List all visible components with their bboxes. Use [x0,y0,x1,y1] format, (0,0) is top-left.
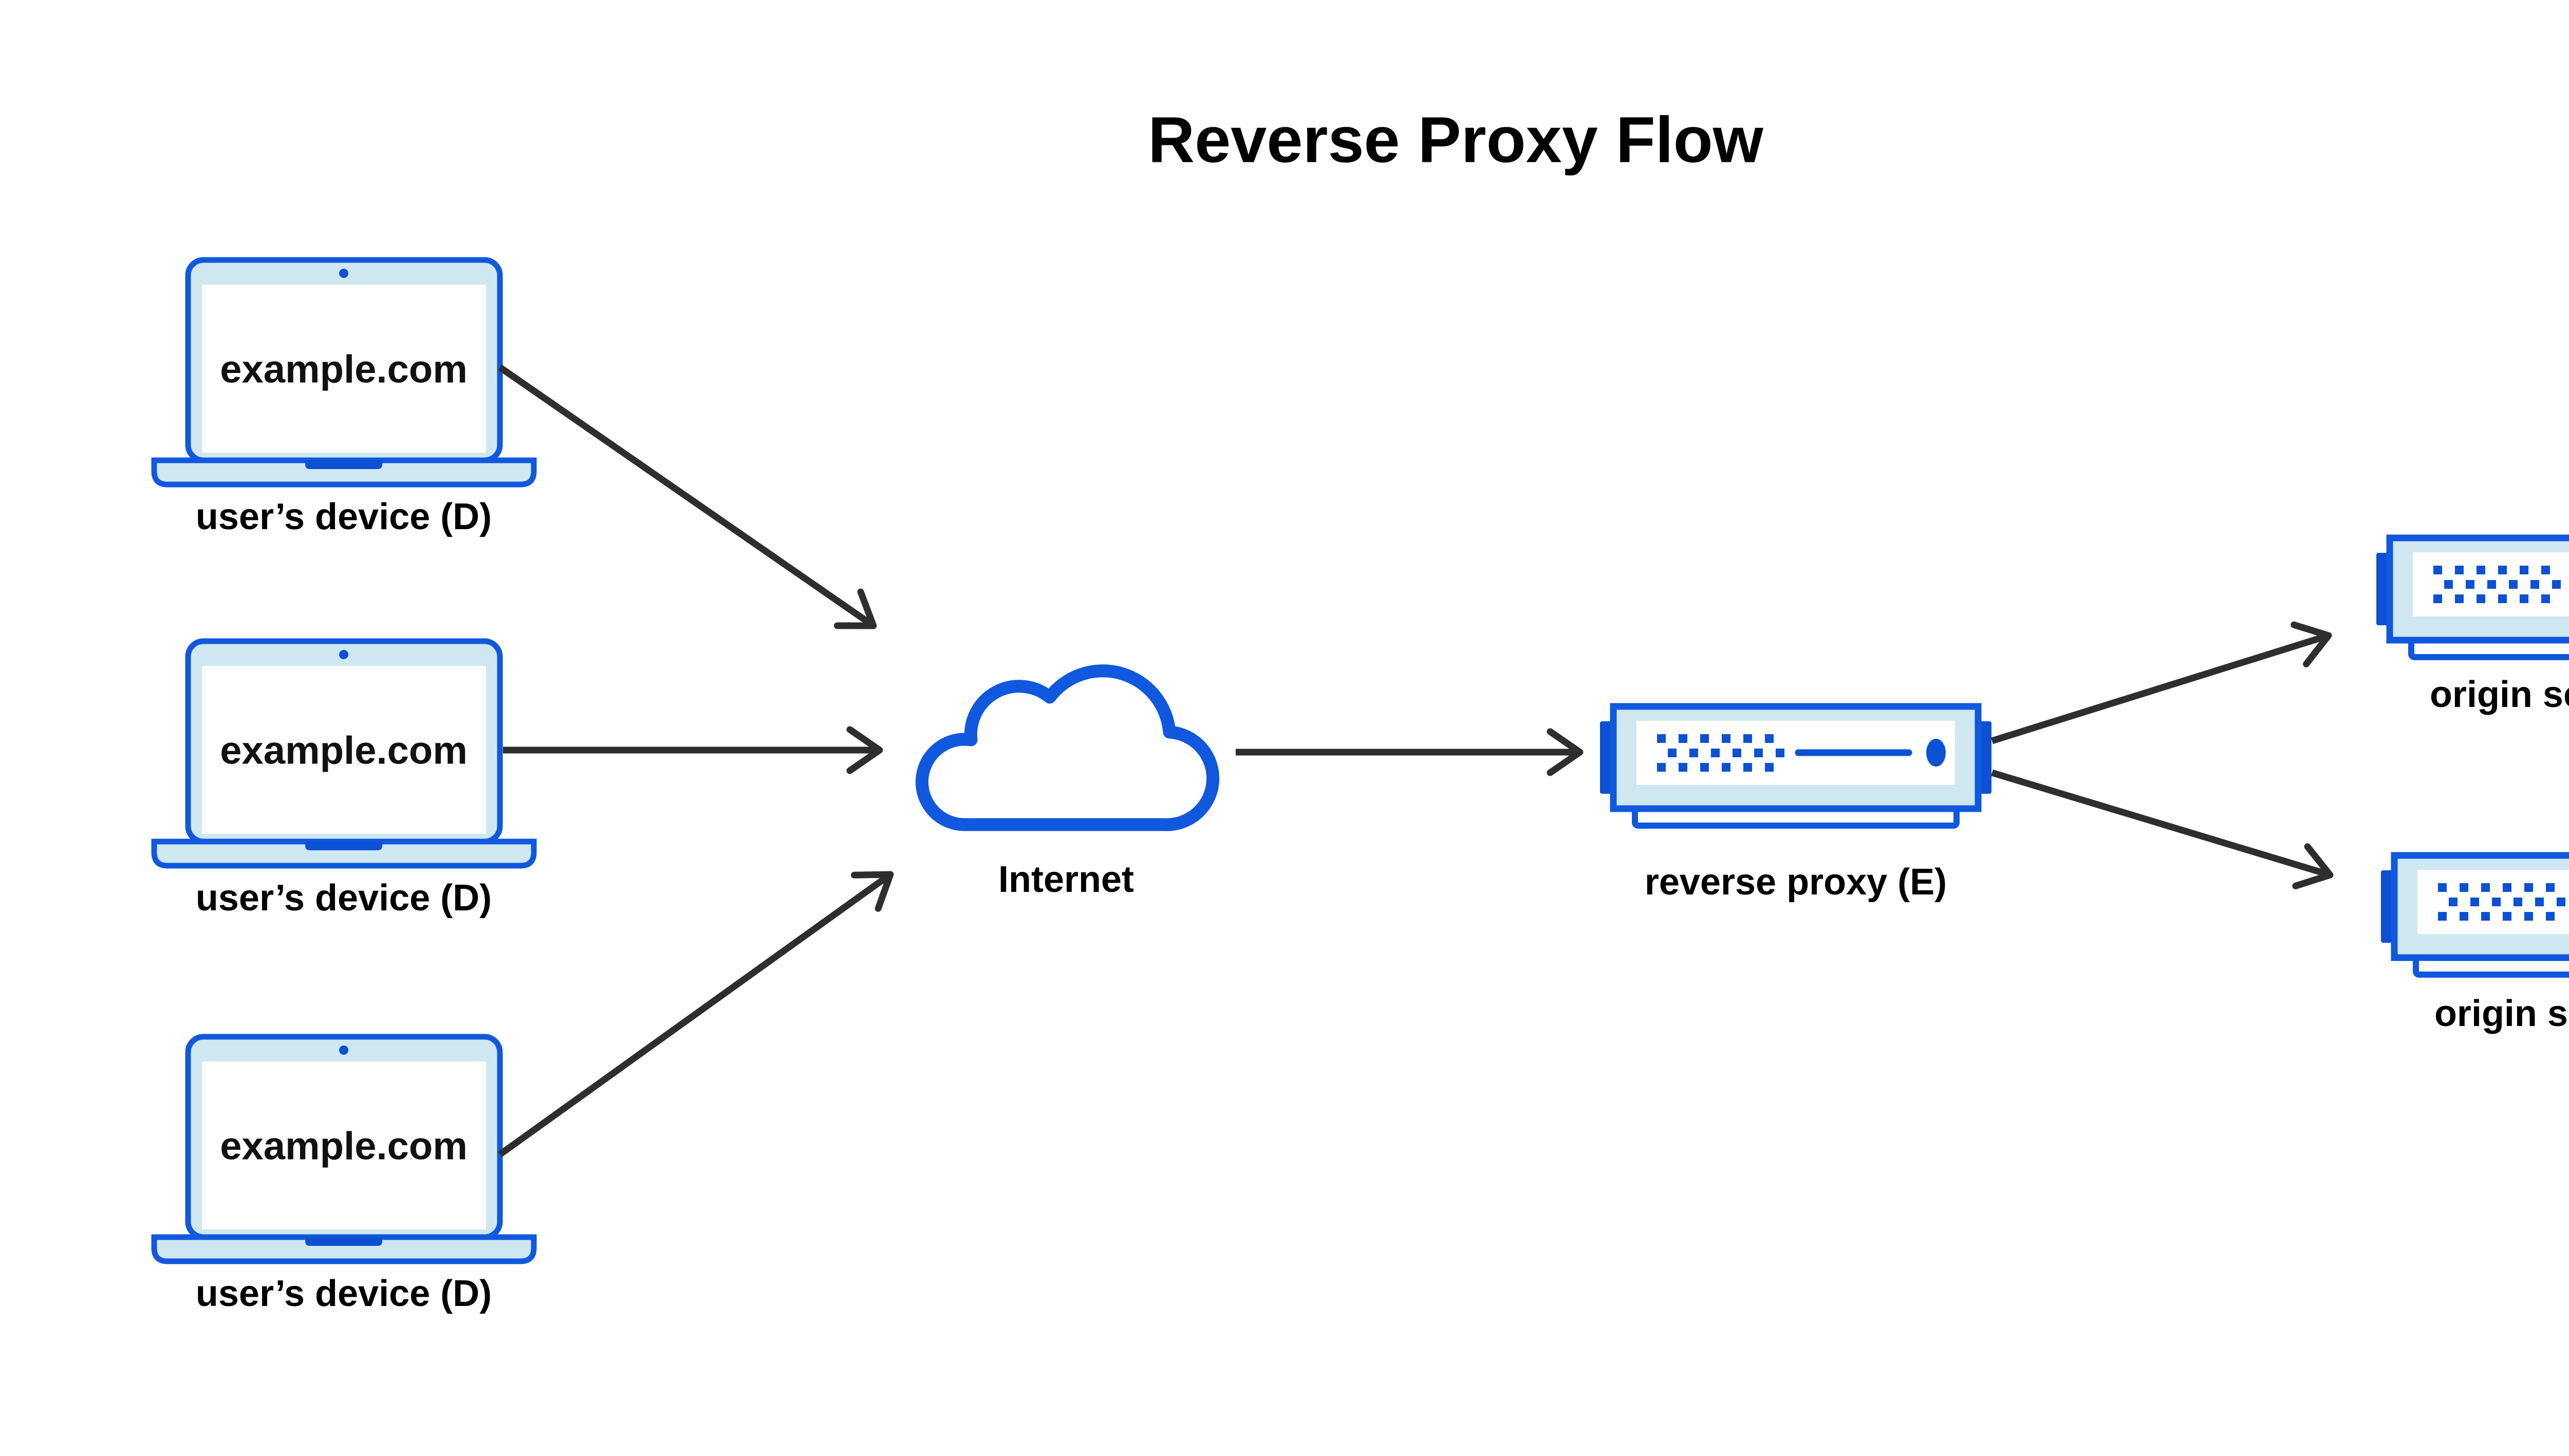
device-screen-text: example.com [220,348,468,391]
laptop-icon [151,638,537,869]
internet-node: Internet [915,664,1220,900]
vent-dots-icon [1657,734,1784,772]
device-screen-text: example.com [220,729,468,773]
internet-label: Internet [998,859,1134,900]
arrow-proxy-to-origin1 [1991,621,2332,744]
camera-dot-icon [339,650,348,659]
camera-dot-icon [339,269,348,278]
reverse-proxy-label: reverse proxy (E) [1645,862,1947,903]
arrow-device3-to-internet [498,871,894,1158]
device-screen-text: example.com [220,1125,468,1168]
vent-dots-icon [2438,883,2565,921]
arrow-proxy-to-origin2 [1991,769,2334,889]
vent-dots-icon [2433,566,2561,603]
device-label: user’s device (D) [196,1273,492,1314]
device-label: user’s device (D) [196,496,492,537]
origin-server-label: origin server (F) [2430,674,2569,715]
arrow-device1-to-internet [498,364,877,629]
cloud-icon [915,664,1220,831]
server-icon [2381,852,2569,978]
camera-dot-icon [339,1046,348,1055]
server-led-icon [1926,739,1946,767]
origin-server-2-node: origin server (F) [2381,852,2569,1034]
user-device-2: example.com user’s device (D) [151,638,537,919]
user-device-3: example.com user’s device (D) [151,1034,537,1314]
page-title: Reverse Proxy Flow [1148,104,1764,176]
origin-server-1-node: origin server (F) [2376,534,2569,715]
server-icon [2376,534,2569,660]
device-label: user’s device (D) [196,878,492,919]
laptop-icon [151,257,537,488]
laptop-icon [151,1034,537,1264]
reverse-proxy-node: reverse proxy (E) [1600,703,1991,903]
server-icon [1600,703,1991,829]
origin-server-label: origin server (F) [2434,993,2569,1034]
user-device-1: example.com user’s device (D) [151,257,537,537]
